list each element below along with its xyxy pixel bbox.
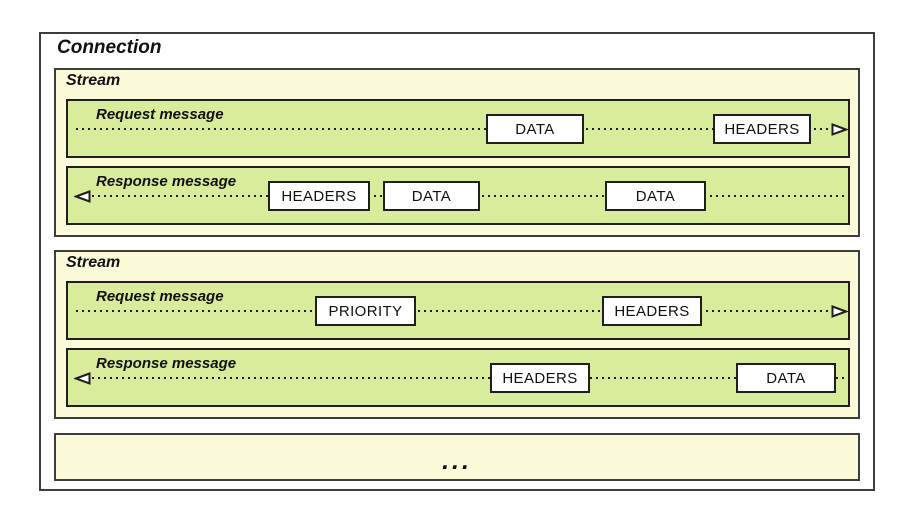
connection-label: Connection xyxy=(57,37,162,58)
frame-box: HEADERS xyxy=(713,114,811,144)
more-streams-box: ... xyxy=(54,433,860,481)
frame-box: DATA xyxy=(383,181,480,211)
request-message-label: Request message xyxy=(96,106,224,123)
response-message-row: Response message HEADERS DATA DATA xyxy=(66,166,850,225)
dotted-flow-line xyxy=(92,377,846,379)
dotted-flow-line xyxy=(76,310,832,312)
arrow-right-icon xyxy=(831,123,849,136)
stream-label: Stream xyxy=(66,254,121,271)
response-message-label: Response message xyxy=(96,355,237,372)
response-message-label: Response message xyxy=(96,173,237,190)
ellipsis-label: ... xyxy=(442,447,472,475)
stream-label: Stream xyxy=(66,72,121,89)
frame-box: PRIORITY xyxy=(315,296,416,326)
request-message-label: Request message xyxy=(96,288,224,305)
frame-box: DATA xyxy=(605,181,706,211)
arrow-left-icon xyxy=(73,190,91,203)
connection-box: Connection Stream Request message DATA H… xyxy=(39,32,875,491)
dotted-flow-line xyxy=(76,128,832,130)
request-message-row: Request message DATA HEADERS xyxy=(66,99,850,158)
frame-box: DATA xyxy=(736,363,836,393)
frame-box: HEADERS xyxy=(268,181,370,211)
arrow-right-icon xyxy=(831,305,849,318)
arrow-left-icon xyxy=(73,372,91,385)
frame-box: DATA xyxy=(486,114,584,144)
frame-box: HEADERS xyxy=(490,363,590,393)
stream-box: Stream Request message DATA HEADERS Resp… xyxy=(54,68,860,237)
response-message-row: Response message HEADERS DATA xyxy=(66,348,850,407)
request-message-row: Request message PRIORITY HEADERS xyxy=(66,281,850,340)
stream-box: Stream Request message PRIORITY HEADERS … xyxy=(54,250,860,419)
frame-box: HEADERS xyxy=(602,296,702,326)
